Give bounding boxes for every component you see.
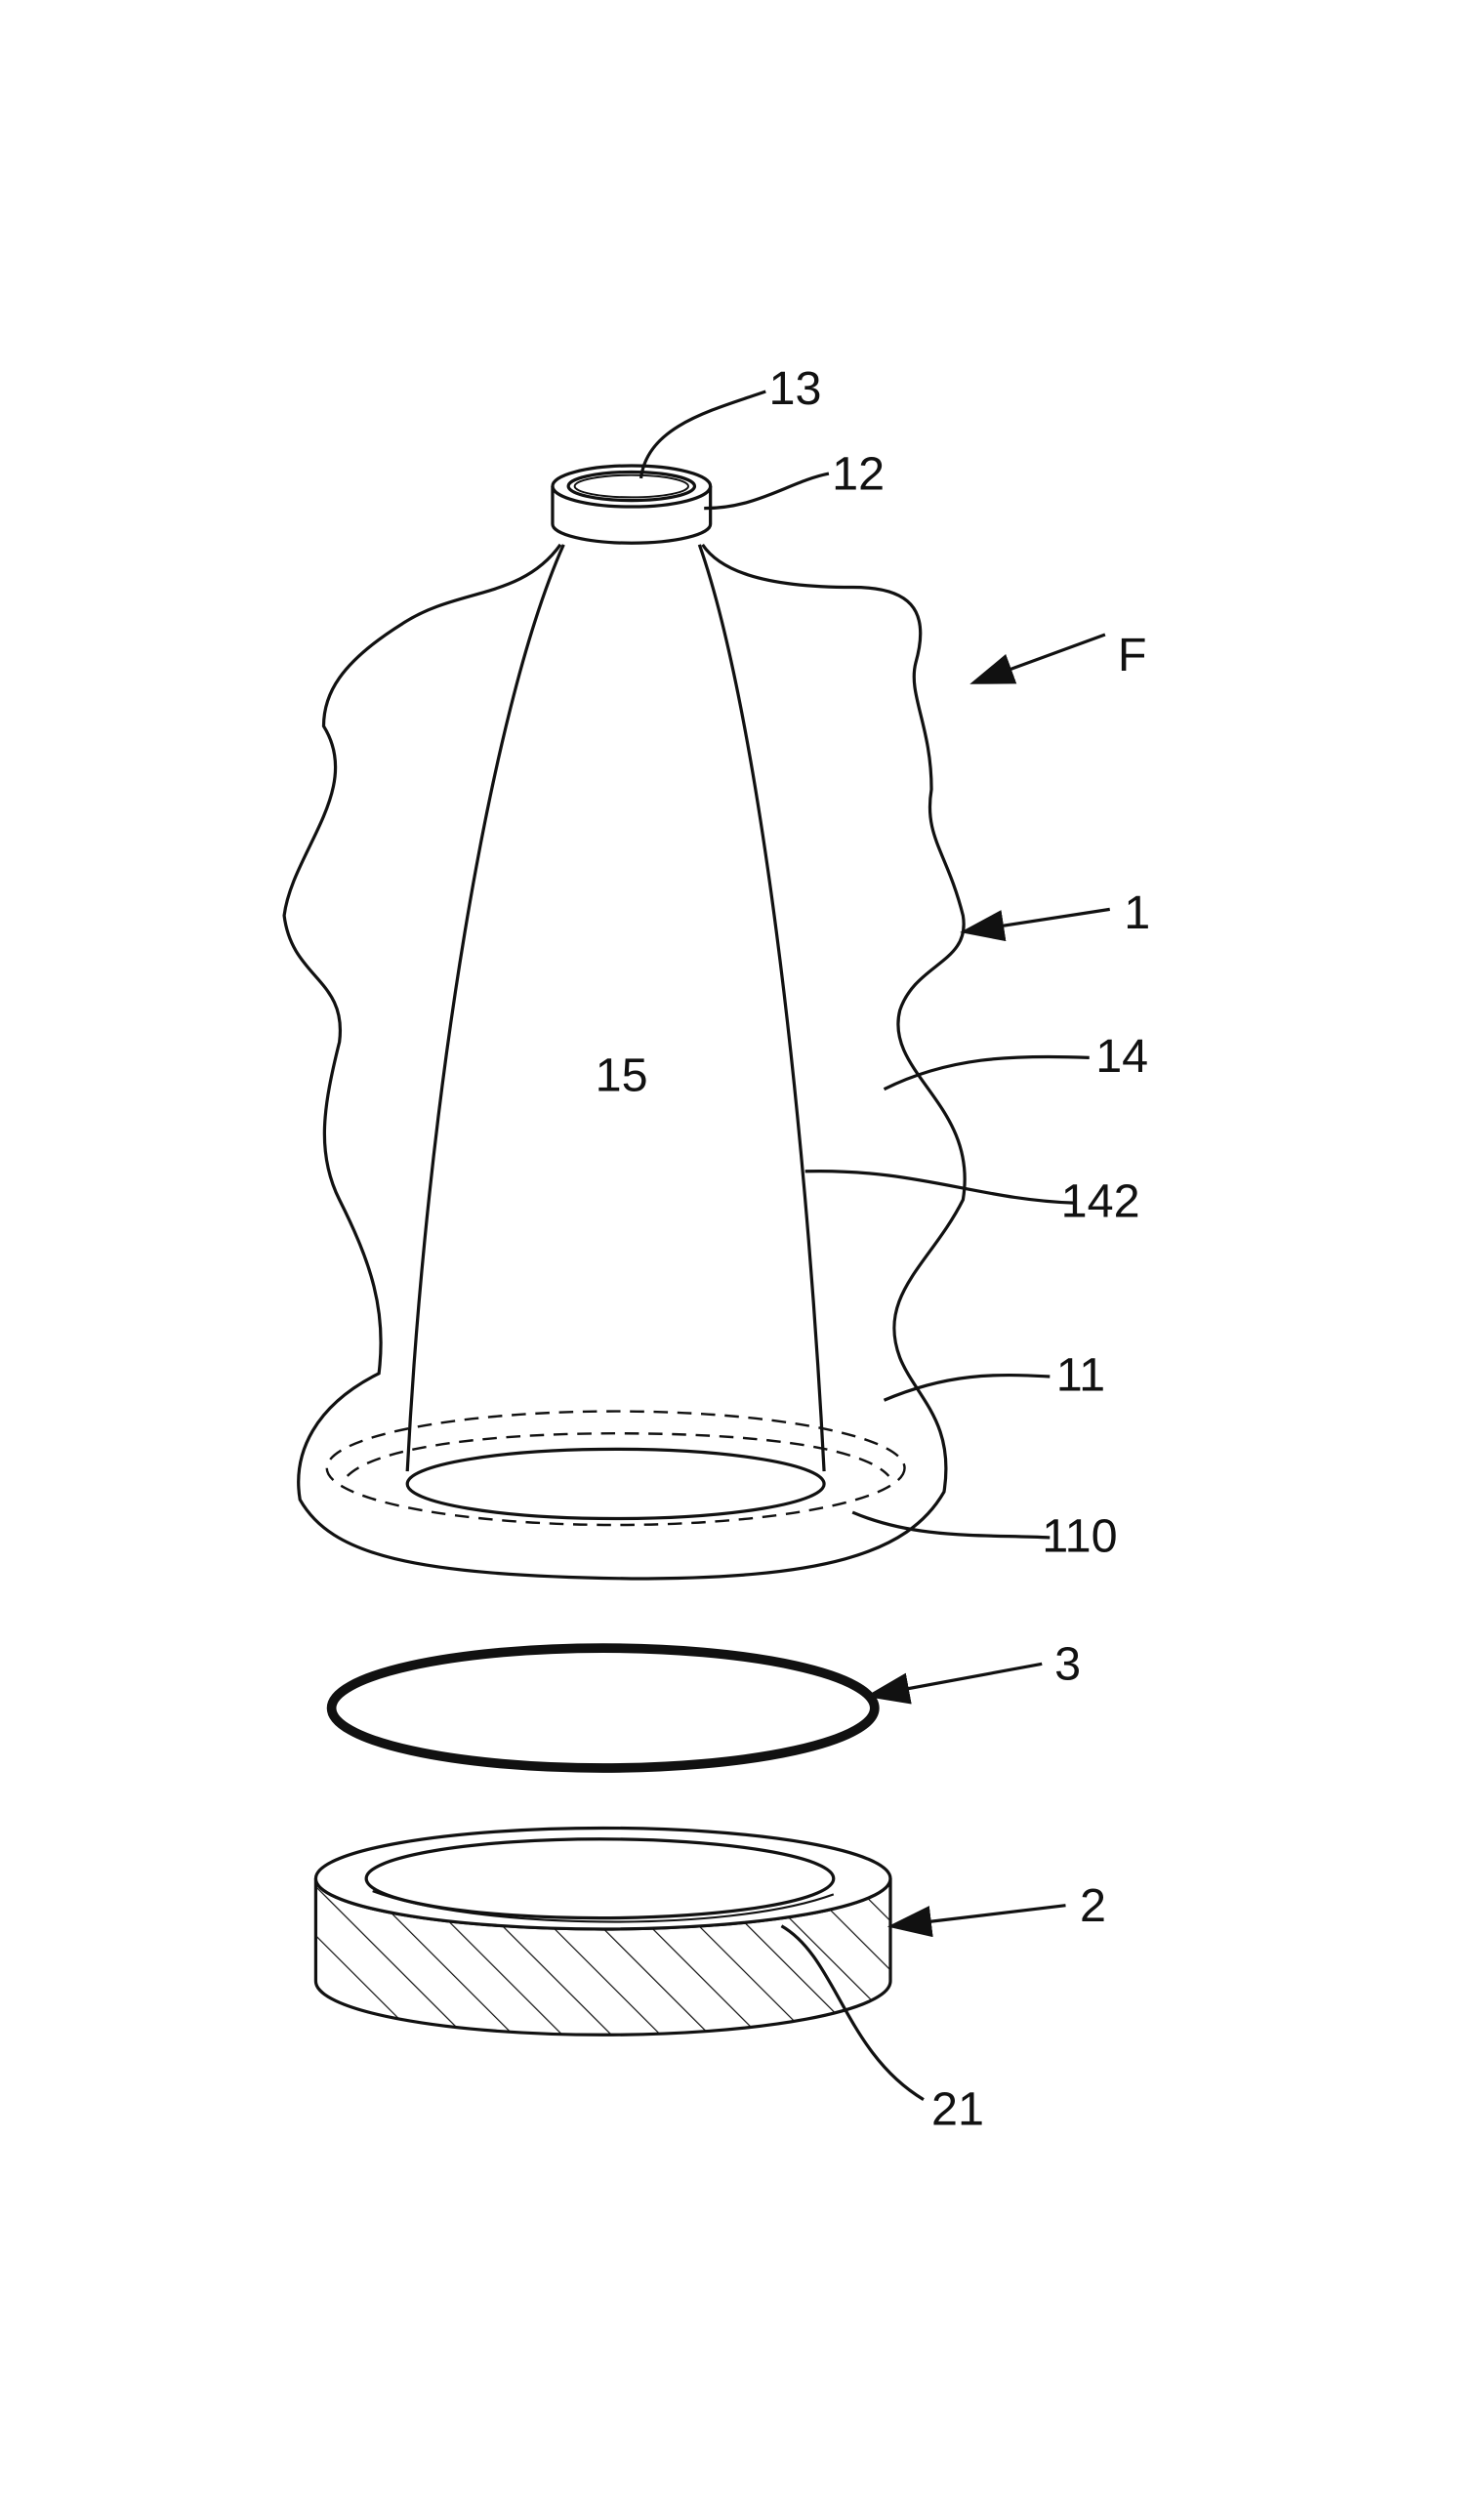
o-ring	[326, 1643, 880, 1773]
bag-base-dashed	[325, 1410, 906, 1527]
neck-ring	[551, 464, 713, 545]
bag-outline	[282, 543, 967, 1581]
label-3: 3	[1054, 1637, 1081, 1690]
label-142: 142	[1061, 1175, 1140, 1228]
label-110: 110	[1042, 1509, 1117, 1562]
label-F: F	[1118, 629, 1147, 681]
label-14: 14	[1095, 1030, 1148, 1083]
cone	[405, 544, 826, 1521]
label-21: 21	[931, 2082, 984, 2135]
label-12: 12	[832, 447, 885, 500]
leader-lines	[639, 390, 1111, 2101]
base-disc	[313, 1826, 892, 2037]
label-15: 15	[596, 1049, 648, 1101]
label-2: 2	[1080, 1879, 1106, 1932]
label-11: 11	[1056, 1349, 1105, 1402]
label-1: 1	[1124, 886, 1150, 939]
label-13: 13	[768, 362, 821, 415]
